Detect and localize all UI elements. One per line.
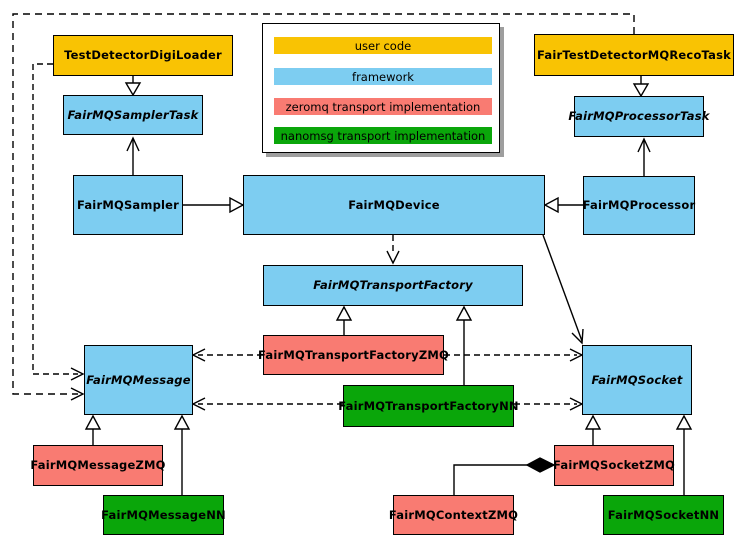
legend-item-framework: framework (274, 68, 492, 85)
edge-recotask-message-dependency (12, 13, 635, 401)
legend-item-zeromq: zeromq transport implementation (274, 98, 492, 115)
class-box-fairmqprocessortask: FairMQProcessorTask (568, 96, 709, 137)
edge-testdetector-samplertask-inheritance (124, 76, 142, 97)
edge-contextzmq-socketzmq-composition (453, 457, 556, 495)
edge-testdetector-message-dependency (32, 63, 85, 381)
class-box-fairmqmessagezmq: FairMQMessageZMQ (30, 445, 165, 486)
class-box-fairmqsocketnn: FairMQSocketNN (603, 495, 724, 535)
class-box-fairmqcontextzmq: FairMQContextZMQ (389, 495, 518, 535)
class-box-fairmqprocessor: FairMQProcessor (583, 176, 695, 235)
edge-processor-processortask-association (637, 137, 651, 176)
class-box-fairmqtransportfactory: FairMQTransportFactory (263, 265, 523, 306)
class-box-fairmqtransportfactorynn: FairMQTransportFactoryNN (338, 385, 519, 427)
class-box-fairmqsampler: FairMQSampler (73, 175, 183, 235)
class-box-fairmqsocket: FairMQSocket (582, 345, 692, 415)
class-box-testdetectordigiloader: TestDetectorDigiLoader (53, 35, 233, 76)
edge-tfnn-message-dependency (191, 397, 343, 411)
edge-socketzmq-socket-inheritance (584, 414, 602, 445)
edge-sampler-samplertask-association (126, 136, 140, 175)
legend: user code framework zeromq transport imp… (262, 23, 500, 153)
edge-device-transportfactory-dependency (386, 235, 400, 265)
class-box-fairmqmessage: FairMQMessage (84, 345, 193, 415)
edge-tfnn-transportfactory-inheritance (455, 305, 473, 385)
class-box-fairmqsamplertask: FairMQSamplerTask (63, 95, 203, 135)
edge-tfzmq-socket-dependency (444, 348, 584, 362)
class-box-fairmqmessagenn: FairMQMessageNN (101, 495, 226, 535)
edge-sampler-device-inheritance (183, 196, 245, 214)
class-box-fairmqsocketzmq: FairMQSocketZMQ (553, 445, 675, 486)
edge-tfnn-socket-dependency (514, 397, 584, 411)
edge-tfzmq-message-dependency (191, 348, 263, 362)
edge-messagezmq-message-inheritance (84, 414, 102, 445)
edge-tfzmq-transportfactory-inheritance (335, 305, 353, 335)
class-box-fairmqtransportfactoryzmq: FairMQTransportFactoryZMQ (258, 335, 449, 375)
legend-item-user-code: user code (274, 37, 492, 54)
edge-messagenn-message-inheritance (173, 414, 191, 495)
edge-socketnn-socket-inheritance (675, 414, 693, 495)
legend-item-nanomsg: nanomsg transport implementation (274, 127, 492, 144)
class-box-fairtestdetectormqrecotask: FairTestDetectorMQRecoTask (534, 34, 734, 76)
class-box-fairmqdevice: FairMQDevice (243, 175, 545, 235)
edge-recotask-processortask-inheritance (632, 76, 650, 98)
edge-device-socket-association (542, 234, 584, 345)
edge-processor-device-inheritance (543, 196, 583, 214)
